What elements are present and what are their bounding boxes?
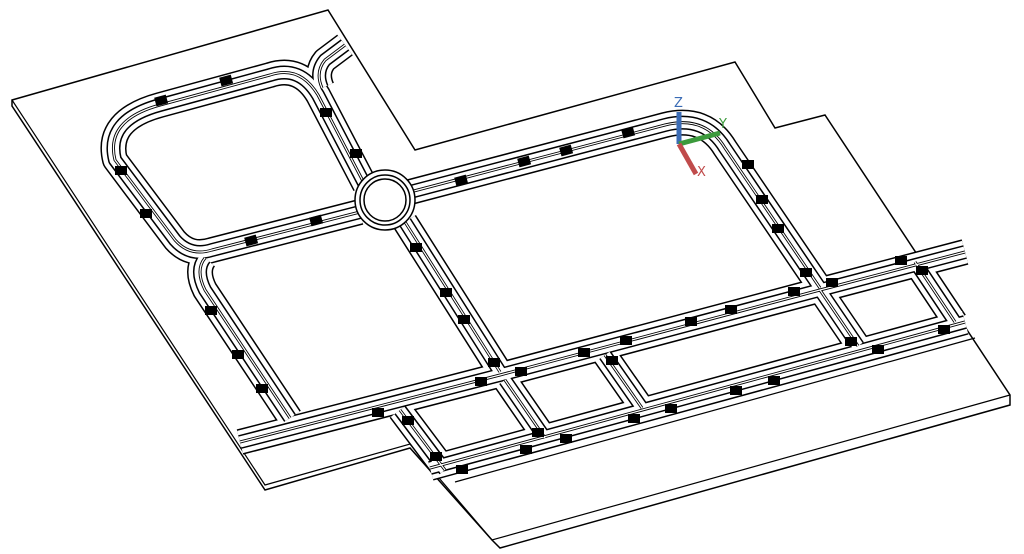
y-axis-label: Y: [718, 117, 727, 132]
x-axis-line: [676, 142, 699, 176]
road-markers: [115, 74, 950, 474]
y-axis-line: [678, 130, 721, 147]
roundabout: [354, 169, 416, 231]
z-axis-label: Z: [674, 96, 683, 111]
ucs-axis-icon: Z Y X: [674, 96, 727, 180]
x-axis-label: X: [697, 165, 706, 180]
